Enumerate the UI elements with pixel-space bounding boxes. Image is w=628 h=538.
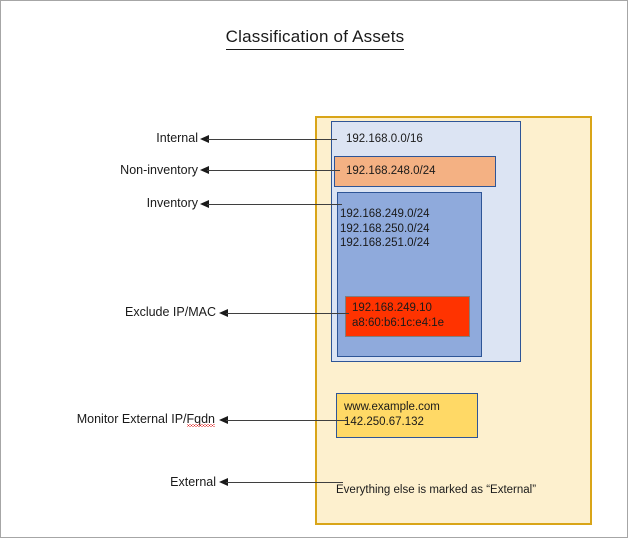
exclude-ip-mac-box bbox=[345, 296, 470, 337]
arrow-shaft bbox=[207, 204, 342, 205]
arrow-head-icon bbox=[200, 166, 209, 174]
callout-label-internal: Internal bbox=[156, 131, 198, 145]
page-title-text: Classification of Assets bbox=[225, 27, 405, 50]
external-note-text: Everything else is marked as “External” bbox=[336, 484, 537, 496]
monitor-external-text: www.example.com 142.250.67.132 bbox=[344, 401, 440, 428]
callout-arrow-monitor-external bbox=[219, 416, 347, 425]
arrow-shaft bbox=[226, 420, 347, 421]
callout-arrow-non-inventory bbox=[200, 166, 340, 175]
non-inventory-region-box bbox=[334, 156, 496, 187]
callout-arrow-inventory bbox=[200, 200, 342, 209]
arrow-shaft bbox=[207, 139, 337, 140]
arrow-shaft bbox=[226, 482, 343, 483]
arrow-shaft bbox=[226, 313, 349, 314]
arrow-head-icon bbox=[219, 416, 228, 424]
callout-label-non-inventory: Non-inventory bbox=[120, 163, 198, 177]
callout-label-exclude-ip-mac: Exclude IP/MAC bbox=[124, 305, 216, 319]
page-title: Classification of Assets bbox=[1, 27, 627, 50]
spellcheck-underline-fqdn: Fqdn bbox=[186, 412, 215, 427]
callout-arrow-exclude-ip-mac bbox=[219, 309, 349, 318]
exclude-ip-mac-text: 192.168.249.10 a8:60:b6:1c:e4:1e bbox=[352, 302, 445, 329]
arrow-head-icon bbox=[219, 309, 228, 317]
non-inventory-subnet-text: 192.168.248.0/24 bbox=[346, 165, 436, 177]
arrow-head-icon bbox=[200, 200, 209, 208]
callout-label-monitor-external: Monitor External IP/Fqdn bbox=[76, 412, 215, 427]
callout-label-monitor-prefix: Monitor External IP/ bbox=[76, 412, 187, 426]
callout-label-inventory: Inventory bbox=[146, 196, 198, 210]
callout-arrow-internal bbox=[200, 135, 337, 144]
callout-label-external: External bbox=[170, 475, 216, 489]
inventory-subnet-list: 192.168.249.0/24 192.168.250.0/24 192.16… bbox=[340, 208, 430, 249]
callout-arrow-external bbox=[219, 478, 343, 487]
internal-subnet-text: 192.168.0.0/16 bbox=[346, 133, 423, 145]
arrow-shaft bbox=[207, 170, 340, 171]
monitor-external-box bbox=[336, 393, 478, 438]
arrow-head-icon bbox=[219, 478, 228, 486]
arrow-head-icon bbox=[200, 135, 209, 143]
